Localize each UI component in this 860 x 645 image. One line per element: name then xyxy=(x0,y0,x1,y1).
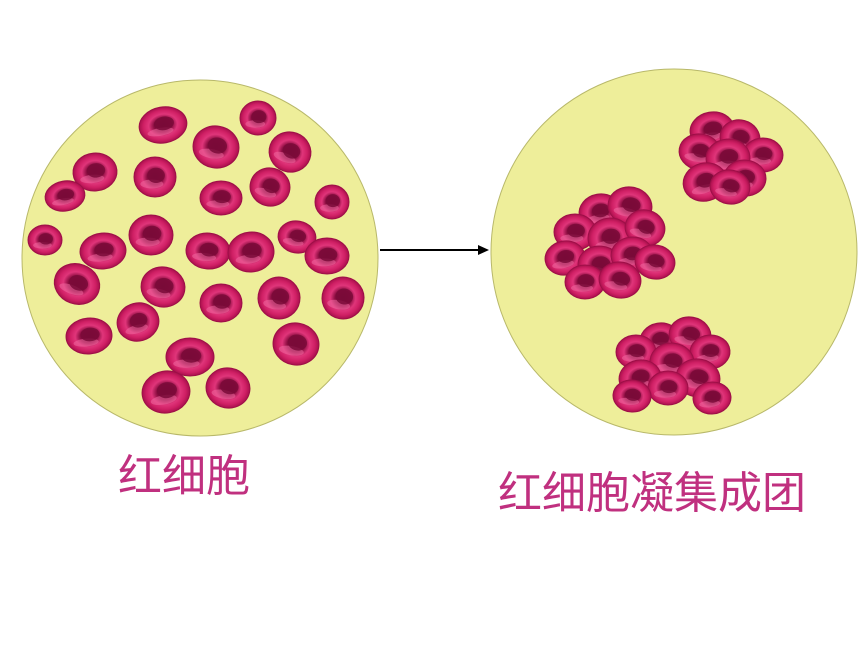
red-blood-cell xyxy=(647,370,689,406)
cell-clump xyxy=(678,111,784,205)
red-blood-cell xyxy=(257,276,301,320)
cell-clump xyxy=(612,316,732,415)
red-blood-cell xyxy=(205,367,251,409)
red-blood-cell xyxy=(249,167,291,207)
red-blood-cell xyxy=(692,381,732,415)
red-blood-cell xyxy=(140,266,186,308)
red-blood-cell xyxy=(199,180,243,216)
red-blood-cell xyxy=(272,322,320,366)
red-blood-cell xyxy=(321,276,365,320)
agglutinated-red-blood-cell-clumps xyxy=(544,111,784,415)
red-blood-cell xyxy=(227,231,275,273)
red-blood-cell xyxy=(277,220,317,254)
red-blood-cell xyxy=(192,125,240,169)
arrow-right-icon xyxy=(380,245,489,255)
label-red-blood-cells: 红细胞 xyxy=(118,451,250,502)
red-blood-cell xyxy=(634,244,676,280)
red-blood-cell xyxy=(65,317,113,355)
red-blood-cell xyxy=(27,224,63,256)
cell-clump xyxy=(544,186,676,300)
red-blood-cell xyxy=(141,370,191,414)
label-agglutinated-red-blood-cells: 红细胞凝集成团 xyxy=(498,468,806,519)
red-blood-cell xyxy=(165,337,215,377)
red-blood-cell xyxy=(304,237,350,275)
red-blood-cell xyxy=(138,106,188,144)
red-blood-cell xyxy=(612,379,652,413)
red-blood-cell xyxy=(314,184,350,220)
red-blood-cell xyxy=(709,169,751,205)
red-blood-cell xyxy=(79,232,127,270)
red-blood-cell xyxy=(128,214,174,256)
normal-red-blood-cells xyxy=(27,100,365,414)
red-blood-cell xyxy=(44,180,86,212)
red-blood-cell xyxy=(133,156,177,198)
red-blood-cell xyxy=(53,263,101,305)
red-blood-cell xyxy=(268,131,312,173)
red-blood-cell xyxy=(199,283,243,323)
red-blood-cell xyxy=(564,264,606,300)
red-blood-cell xyxy=(598,261,642,299)
red-blood-cell xyxy=(72,152,118,192)
red-blood-cell xyxy=(116,302,160,342)
red-blood-cell xyxy=(185,232,231,270)
red-blood-cell xyxy=(544,240,586,276)
red-blood-cell xyxy=(239,100,277,136)
